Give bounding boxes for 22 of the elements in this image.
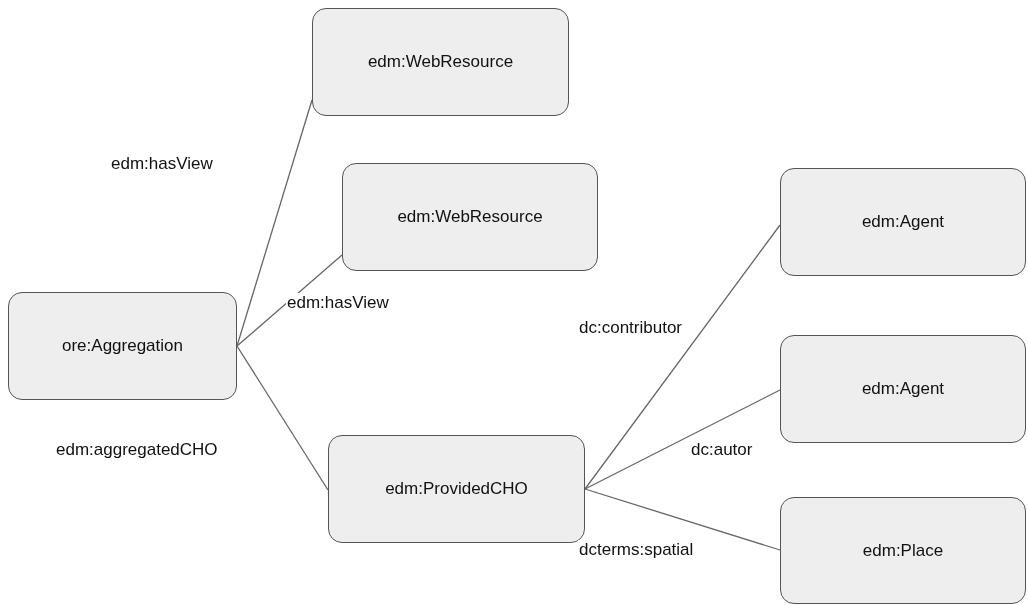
connector-line bbox=[236, 254, 343, 347]
class-name: edm:ProvidedCHO bbox=[385, 479, 528, 499]
class-name: edm:Agent bbox=[861, 379, 945, 399]
class-box bbox=[8, 292, 237, 400]
class-box bbox=[780, 497, 1026, 604]
connector-line bbox=[584, 389, 781, 490]
class-name: edm:Place bbox=[862, 540, 944, 561]
class-name: edm:Agent bbox=[861, 212, 945, 232]
class-box bbox=[312, 8, 569, 116]
class-name: edm:WebResource bbox=[397, 207, 543, 227]
class-box bbox=[328, 435, 585, 543]
connector-line bbox=[584, 224, 781, 490]
edge-label: edm:aggregatedCHO bbox=[55, 440, 219, 460]
class-name: ore:Aggregation bbox=[62, 336, 183, 356]
class-box bbox=[780, 168, 1026, 276]
class-name: edm:WebResource bbox=[367, 52, 514, 72]
class-box bbox=[342, 163, 598, 271]
connector-line bbox=[236, 345, 329, 491]
connector-line bbox=[236, 99, 313, 347]
edge-label: dcterms:spatial bbox=[578, 540, 695, 560]
connector-line bbox=[584, 488, 781, 551]
class-box bbox=[780, 335, 1026, 443]
